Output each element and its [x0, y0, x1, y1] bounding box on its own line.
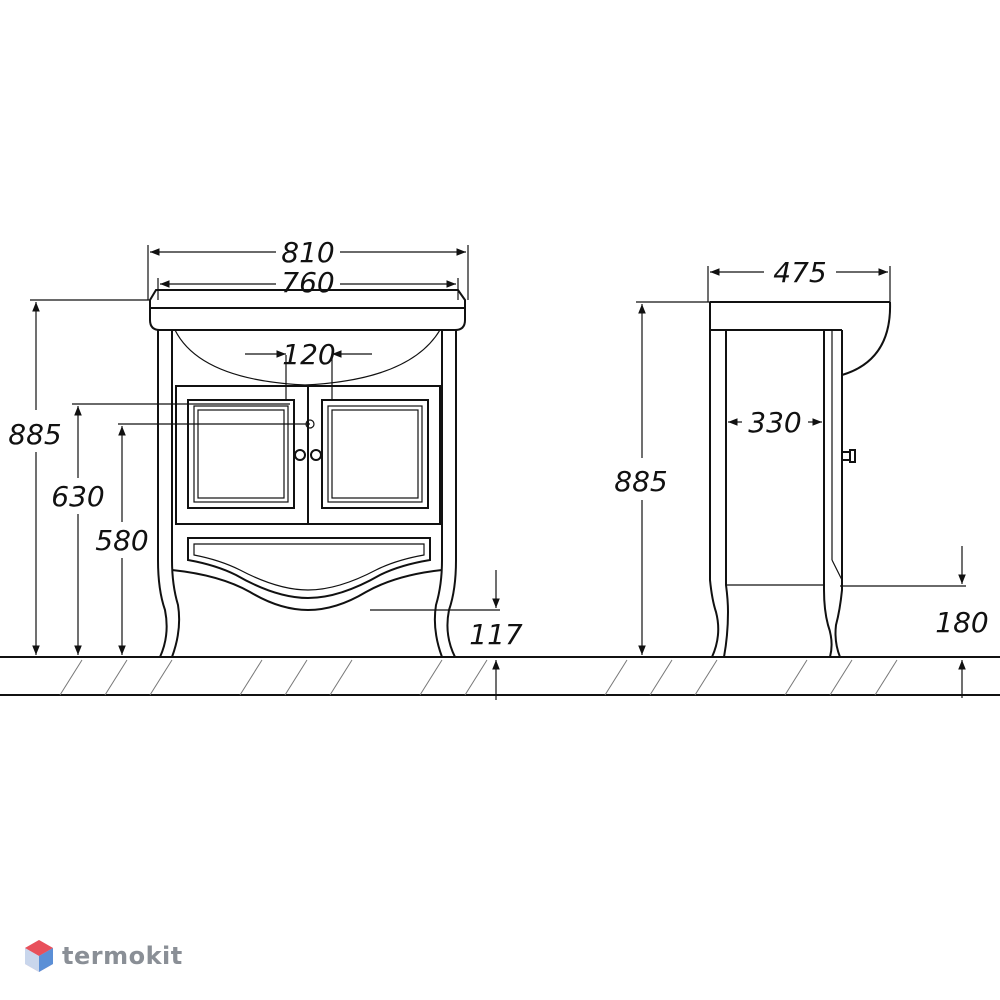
dim-height-630: 630 — [51, 480, 104, 513]
dim-height-180: 180 — [935, 606, 988, 639]
side-dimensions: 475 330 885 180 — [614, 256, 989, 698]
dim-width-810: 810 — [281, 236, 334, 269]
dim-depth-330: 330 — [748, 406, 801, 439]
floor-line — [0, 656, 1000, 696]
side-view — [709, 301, 892, 658]
front-dimensions: 810 760 120 885 630 580 117 — [8, 236, 523, 700]
front-view — [149, 289, 466, 658]
dim-height-885-front: 885 — [8, 418, 61, 451]
dim-depth-475: 475 — [773, 256, 826, 289]
dim-height-580: 580 — [95, 524, 148, 557]
dim-height-885-side: 885 — [614, 465, 667, 498]
dim-width-760: 760 — [281, 266, 334, 299]
dim-faucet-120: 120 — [282, 338, 335, 371]
termokit-logo: termokit — [24, 936, 183, 976]
hexagon-logo-icon — [25, 940, 53, 972]
dim-height-117: 117 — [469, 618, 523, 651]
logo-text: termokit — [62, 942, 183, 970]
